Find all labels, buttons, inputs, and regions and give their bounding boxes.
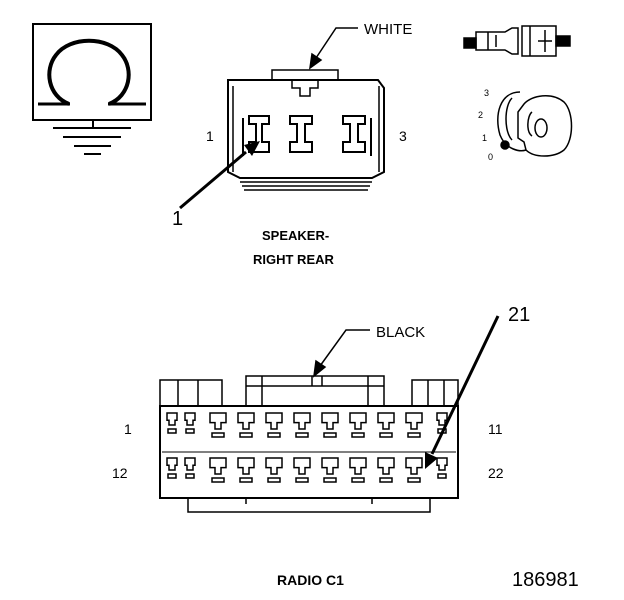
radio-cavity-top-3	[209, 412, 227, 430]
ignition-pos-0: 0	[488, 152, 493, 162]
radio-cavity-top-8	[349, 412, 367, 430]
radio-callout-number: 21	[508, 304, 530, 326]
speaker-wire-color: WHITE	[364, 21, 412, 38]
radio-cavity-top-4-latch	[239, 432, 253, 438]
radio-cavity-bottom-17	[293, 457, 311, 475]
radio-cavity-bottom-19	[349, 457, 367, 475]
radio-cavity-bottom-18-latch	[323, 477, 337, 483]
radio-cavity-top-2-latch	[185, 428, 195, 434]
speaker-pin-left-label: 1	[206, 128, 214, 144]
radio-cavity-top-3-latch	[211, 432, 225, 438]
radio-pin-top-right-label: 11	[488, 421, 503, 437]
radio-cavity-bottom-13-latch	[185, 473, 195, 479]
radio-cavity-bottom-15	[237, 457, 255, 475]
radio-wire-color: BLACK	[376, 324, 425, 341]
radio-title: RADIO C1	[277, 572, 344, 588]
radio-cavity-top-9	[377, 412, 395, 430]
radio-cavity-bottom-22-latch	[437, 473, 447, 479]
radio-cavity-top-4	[237, 412, 255, 430]
radio-cavity-bottom-22	[436, 457, 448, 471]
radio-cavity-bottom-14-latch	[211, 477, 225, 483]
figure-number: 186981	[512, 569, 579, 591]
radio-cavity-bottom-20	[377, 457, 395, 475]
radio-cavity-top-2	[184, 412, 196, 426]
radio-cavity-bottom-17-latch	[295, 477, 309, 483]
ignition-key-icon	[497, 91, 573, 157]
radio-cavity-bottom-14	[209, 457, 227, 475]
radio-cavity-bottom-13	[184, 457, 196, 471]
radio-cavity-top-8-latch	[351, 432, 365, 438]
speaker-pin-right-label: 3	[399, 128, 407, 144]
speaker-cavity-2	[289, 115, 313, 153]
radio-pin-bottom-left-label: 12	[112, 465, 128, 481]
black-wire-leader	[313, 329, 370, 378]
radio-cavity-top-1-latch	[167, 428, 177, 434]
ignition-pos-2: 2	[478, 110, 483, 120]
speaker-callout-number: 1	[172, 208, 183, 230]
ignition-pos-1: 1	[482, 133, 487, 143]
radio-cavity-bottom-16-latch	[267, 477, 281, 483]
radio-cavity-top-5	[265, 412, 283, 430]
terminal-icon	[463, 25, 571, 57]
radio-cavity-bottom-15-latch	[239, 477, 253, 483]
speaker-cavity-3	[342, 115, 372, 156]
radio-pin-bottom-right-label: 22	[488, 465, 504, 481]
radio-cavity-bottom-21	[405, 457, 423, 475]
radio-cavity-bottom-20-latch	[379, 477, 393, 483]
ohm-ground-icon	[32, 23, 152, 155]
radio-connector	[159, 375, 459, 513]
radio-callout-arrow	[425, 315, 500, 469]
radio-cavity-top-6	[293, 412, 311, 430]
radio-cavity-top-6-latch	[295, 432, 309, 438]
radio-cavity-bottom-16	[265, 457, 283, 475]
radio-cavity-bottom-18	[321, 457, 339, 475]
white-wire-leader	[309, 27, 358, 70]
radio-cavity-top-10	[405, 412, 423, 430]
radio-cavity-bottom-19-latch	[351, 477, 365, 483]
radio-cavity-bottom-12	[166, 457, 178, 471]
speaker-title-line1: SPEAKER-	[262, 228, 329, 243]
radio-cavity-top-10-latch	[407, 432, 421, 438]
radio-cavities	[166, 412, 448, 483]
speaker-connector	[227, 69, 385, 191]
speaker-cavity-1	[242, 115, 270, 156]
speaker-title-line2: RIGHT REAR	[253, 252, 335, 267]
radio-cavity-bottom-21-latch	[407, 477, 421, 483]
radio-cavity-top-9-latch	[379, 432, 393, 438]
radio-cavity-top-5-latch	[267, 432, 281, 438]
radio-cavity-bottom-12-latch	[167, 473, 177, 479]
radio-cavity-top-7	[321, 412, 339, 430]
ignition-pos-3: 3	[484, 88, 489, 98]
radio-cavity-top-1	[166, 412, 178, 426]
speaker-callout-arrow	[179, 141, 260, 210]
radio-cavity-top-7-latch	[323, 432, 337, 438]
radio-pin-top-left-label: 1	[124, 421, 132, 437]
